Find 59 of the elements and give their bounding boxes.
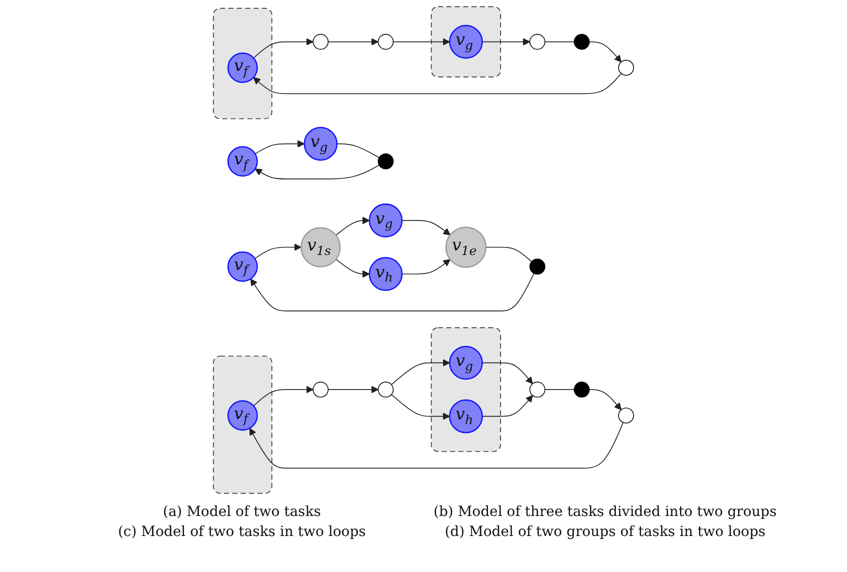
arrow [253, 73, 622, 94]
connector [336, 143, 380, 158]
arrow [482, 362, 533, 384]
arrow [336, 216, 370, 236]
arrow [482, 395, 533, 417]
node-circle [529, 34, 546, 50]
arrow [253, 38, 314, 58]
node-circle [449, 346, 483, 380]
node-circle [449, 399, 483, 434]
arrow [250, 272, 534, 312]
node-circle [368, 257, 403, 291]
node-circle [312, 382, 329, 398]
node-circle [378, 153, 394, 170]
diagram: v$_{f}$ v$_{g}$ v$_{f}$ v$_{1s}$ v$_{g}$ v$_{h}$ v$_{1e}$ v$_{f}$ v$_{g}$ v$_{f}$ v$_{g}$ v$_{h}$ [0, 0, 847, 500]
panel-caption: (a) Model of two tasks [162, 504, 322, 520]
node-circle [618, 60, 634, 76]
node-circle [618, 408, 634, 424]
node-circle [368, 204, 403, 238]
node-circle [529, 258, 546, 275]
cluster [430, 327, 501, 452]
node-circle [378, 382, 394, 398]
panel-caption: (b) Model of three tasks divided into two groups [434, 504, 777, 520]
node-circle [227, 251, 258, 282]
connector [544, 41, 575, 42]
node-circle [445, 226, 487, 268]
node-circle [227, 400, 258, 431]
node-circle [378, 34, 394, 50]
panel-caption: (d) Model of two groups of tasks in two loops [444, 524, 766, 540]
node-circle [304, 126, 338, 161]
node-circle [529, 382, 546, 398]
connector [486, 246, 532, 262]
cluster [212, 356, 272, 494]
arrow [253, 386, 314, 406]
node-circle [574, 382, 590, 398]
arrow [254, 164, 380, 180]
node-circle [227, 52, 258, 83]
panel-caption: (c) Model of two tasks in two loops [116, 524, 367, 540]
node-circle [312, 34, 329, 50]
arrow [482, 38, 530, 46]
arrow [249, 422, 624, 469]
arrow [402, 220, 450, 236]
cluster [212, 8, 272, 120]
connector [544, 389, 575, 390]
arrow [328, 38, 379, 46]
node-circle [227, 146, 258, 177]
cluster [430, 6, 501, 78]
arrow [588, 41, 622, 62]
arrow [391, 359, 450, 386]
arrow [336, 258, 370, 278]
node-circle [449, 24, 483, 59]
node-circle [300, 227, 341, 268]
arrow [402, 259, 450, 274]
arrow [588, 389, 622, 410]
arrow [254, 140, 305, 154]
arrow [328, 386, 379, 394]
arrow [392, 38, 450, 46]
arrow [391, 394, 450, 420]
node-circle [574, 34, 590, 50]
arrow [254, 244, 302, 259]
